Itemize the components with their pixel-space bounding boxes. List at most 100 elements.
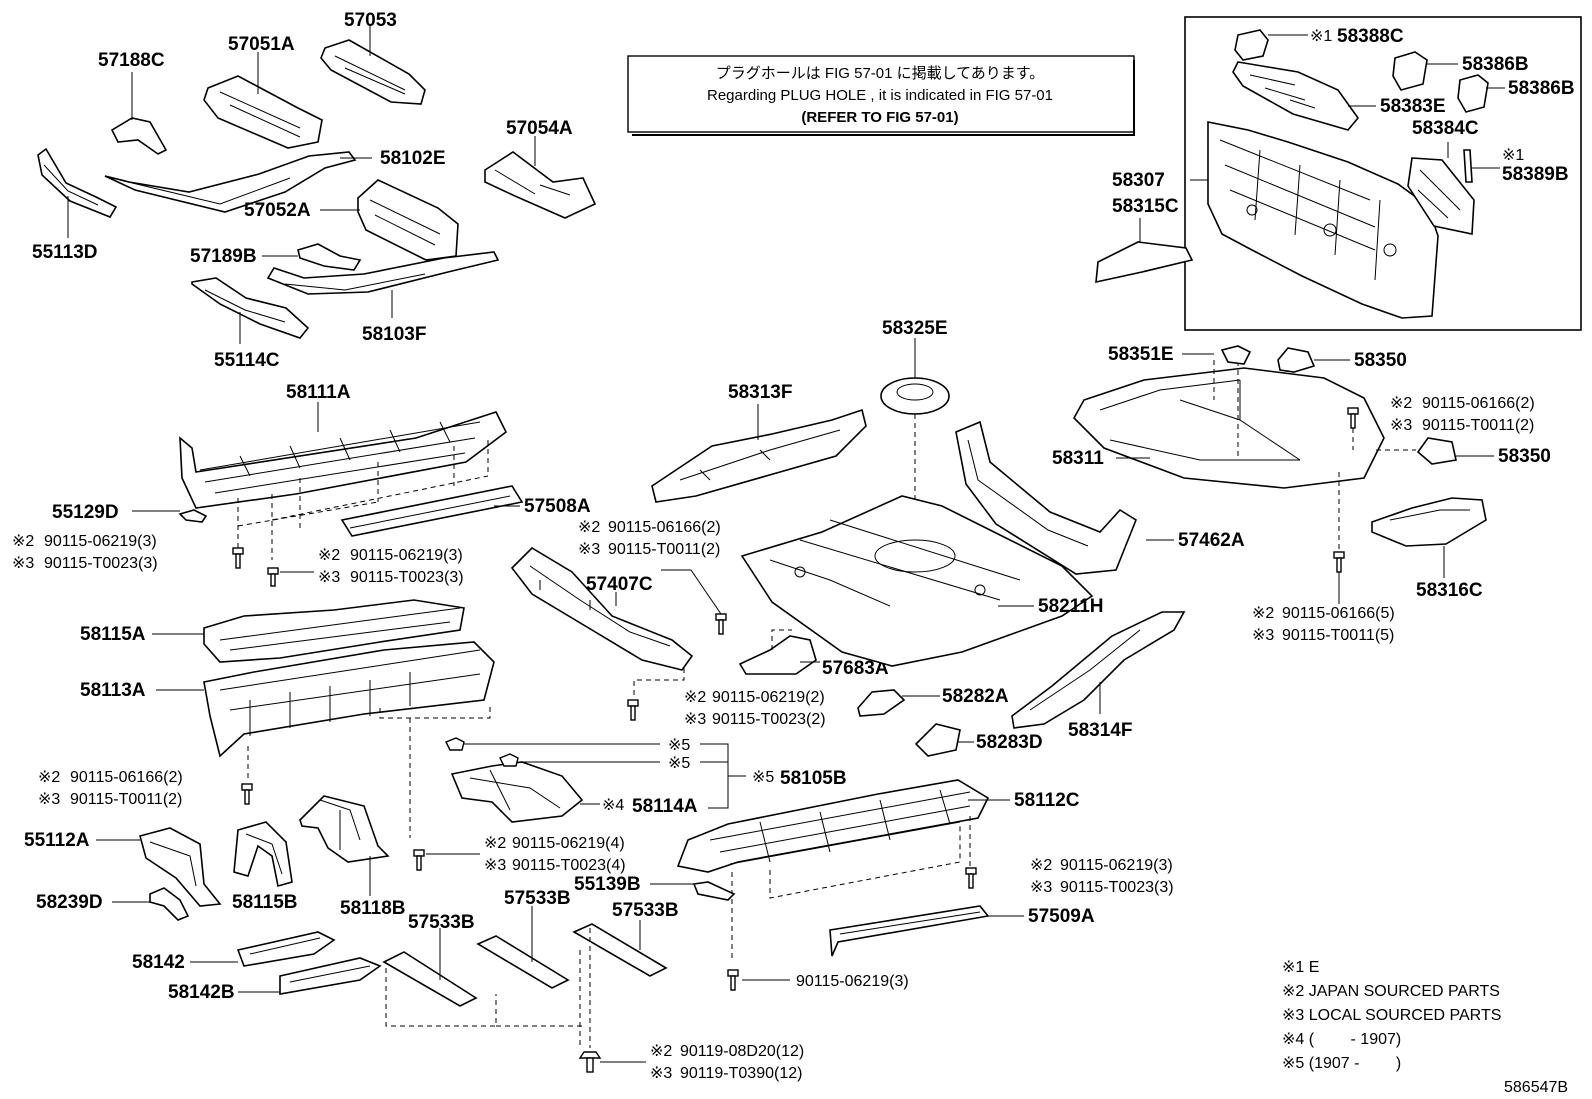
part-55112A: 55112A	[24, 830, 90, 851]
part-58114A: 58114A	[632, 796, 698, 817]
part-55129D: 55129D	[52, 502, 119, 523]
part-58142B: 58142B	[168, 982, 235, 1003]
mark-2a: ※2	[12, 533, 34, 550]
part-57533B-3: 57533B	[612, 900, 679, 921]
part-58388C: 58388C	[1337, 26, 1404, 47]
mark-1a: ※1	[1310, 28, 1332, 45]
mark-3h: ※3	[578, 541, 600, 558]
fastener-3b: 90115-T0011(2)	[70, 791, 182, 808]
mark-3a: ※3	[12, 555, 34, 572]
part-58314F: 58314F	[1068, 720, 1132, 741]
part-58313F: 58313F	[728, 382, 792, 403]
part-57052A: 57052A	[244, 200, 311, 221]
fastener-2b: 90115-T0023(3)	[350, 569, 464, 586]
mark-3g: ※3	[684, 711, 706, 728]
mark-2c: ※2	[38, 769, 60, 786]
part-57683A: 57683A	[822, 658, 889, 679]
bolt-group-4: ※2 90115-06219(2) ※3 90115-T0023(2)	[627, 689, 826, 728]
part-55139B: 55139B	[574, 874, 641, 895]
part-58383E: 58383E	[1380, 96, 1446, 117]
mark-3j: ※3	[1252, 627, 1274, 644]
mark-2b: ※2	[318, 547, 340, 564]
mark-5c: ※5	[752, 769, 774, 786]
part-58211H: 58211H	[1038, 596, 1104, 617]
mark-2g: ※2	[684, 689, 706, 706]
part-58113A: 58113A	[80, 680, 146, 701]
part-58325E: 58325E	[882, 318, 948, 339]
part-58351E: 58351E	[1108, 344, 1174, 365]
fastener-1a: 90115-06219(3)	[44, 533, 157, 550]
part-58142: 58142	[132, 952, 185, 973]
bolt-group-8: 90115-06219(3)	[727, 969, 909, 991]
fastener-1b: 90115-T0023(3)	[44, 555, 158, 572]
mark-3f: ※3	[1030, 879, 1052, 896]
mark-5a: ※5	[668, 737, 690, 754]
legend-5: ※5 (1907 - )	[1282, 1055, 1401, 1072]
part-57053: 57053	[344, 10, 397, 31]
notice-line-3: (REFER TO FIG 57-01)	[801, 109, 958, 126]
mark-2j: ※2	[1252, 605, 1274, 622]
part-58307: 58307	[1112, 170, 1165, 191]
part-57407C: 57407C	[586, 574, 653, 595]
notice-box: プラグホールは FIG 57-01 に掲載してあります。 Regarding P…	[627, 55, 1135, 136]
part-57462A: 57462A	[1178, 530, 1245, 551]
bolt-group-6: ※2 90115-06219(4) ※3 90115-T0023(4)	[413, 835, 626, 874]
mark-3e: ※3	[484, 857, 506, 874]
part-58115B: 58115B	[232, 892, 298, 913]
part-58283D: 58283D	[976, 732, 1043, 753]
part-58386B-1: 58386B	[1462, 54, 1529, 75]
fastener-2a: 90115-06219(3)	[350, 547, 463, 564]
fastener-6b: 90115-T0023(4)	[512, 857, 626, 874]
fastener-3a: 90115-06166(2)	[70, 769, 183, 786]
mark-1b: ※1	[1502, 147, 1524, 164]
part-58105B: 58105B	[780, 768, 847, 789]
fastener-7b: 90115-T0023(3)	[1060, 879, 1174, 896]
part-58112C: 58112C	[1014, 790, 1080, 811]
part-57189B: 57189B	[190, 246, 257, 267]
part-58103F: 58103F	[362, 324, 426, 345]
part-57054A: 57054A	[506, 118, 573, 139]
part-58315C: 58315C	[1112, 196, 1179, 217]
mark-3b: ※3	[318, 569, 340, 586]
part-55113D: 55113D	[32, 242, 98, 263]
part-58239D: 58239D	[36, 892, 103, 913]
part-57051A: 57051A	[228, 34, 295, 55]
notice-line-1: プラグホールは FIG 57-01 に掲載してあります。	[716, 65, 1044, 82]
bolt-group-9: ※2 90119-08D20(12) ※3 90119-T0390(12)	[578, 1043, 804, 1082]
bolt-group-1: ※2 90115-06219(3) ※3 90115-T0023(3) ※2 9…	[12, 533, 464, 587]
legend-1: ※1 E	[1282, 959, 1319, 976]
mark-2h: ※2	[578, 519, 600, 536]
mark-2d: ※2	[650, 1043, 672, 1060]
part-58386B-2: 58386B	[1508, 78, 1575, 99]
fastener-9b: 90119-T0390(12)	[680, 1065, 802, 1082]
fastener-5b: 90115-T0011(2)	[608, 541, 720, 558]
part-58316C: 58316C	[1416, 580, 1483, 601]
bolt-group-10: ※2 90115-06166(2) ※3 90115-T0011(2)	[1347, 395, 1535, 450]
fastener-4b: 90115-T0023(2)	[712, 711, 826, 728]
part-57533B-1: 57533B	[408, 912, 475, 933]
part-58282A: 58282A	[942, 686, 1009, 707]
notice-line-2: Regarding PLUG HOLE , it is indicated in…	[707, 87, 1053, 104]
part-57509A: 57509A	[1028, 906, 1095, 927]
legend: ※1 E ※2 JAPAN SOURCED PARTS ※3 LOCAL SOU…	[1282, 959, 1501, 1072]
part-57533B-2: 57533B	[504, 888, 571, 909]
part-58111A: 58111A	[286, 382, 351, 403]
fastener-8: 90115-06219(3)	[796, 973, 909, 990]
mark-4: ※4	[602, 797, 624, 814]
mark-3c: ※3	[38, 791, 60, 808]
part-58311: 58311	[1052, 448, 1104, 469]
mark-2i: ※2	[1390, 395, 1412, 412]
mark-2f: ※2	[1030, 857, 1052, 874]
bolt-group-5: ※2 90115-06166(2) ※3 90115-T0011(2)	[578, 519, 727, 635]
mark-5b: ※5	[668, 755, 690, 772]
legend-4: ※4 ( - 1907)	[1282, 1031, 1401, 1048]
legend-2: ※2 JAPAN SOURCED PARTS	[1282, 983, 1500, 1000]
fastener-6a: 90115-06219(4)	[512, 835, 625, 852]
bolt-group-7: ※2 90115-06219(3) ※3 90115-T0023(3)	[965, 857, 1174, 896]
bolt-group-11: ※2 90115-06166(5) ※3 90115-T0011(5)	[1252, 472, 1395, 644]
part-58350-1: 58350	[1354, 350, 1407, 371]
fastener-11a: 90115-06166(5)	[1282, 605, 1395, 622]
inset-box: ※1 58388C 58386B 58386B 58383E 58307 583…	[1112, 16, 1582, 331]
part-57188C: 57188C	[98, 50, 165, 71]
